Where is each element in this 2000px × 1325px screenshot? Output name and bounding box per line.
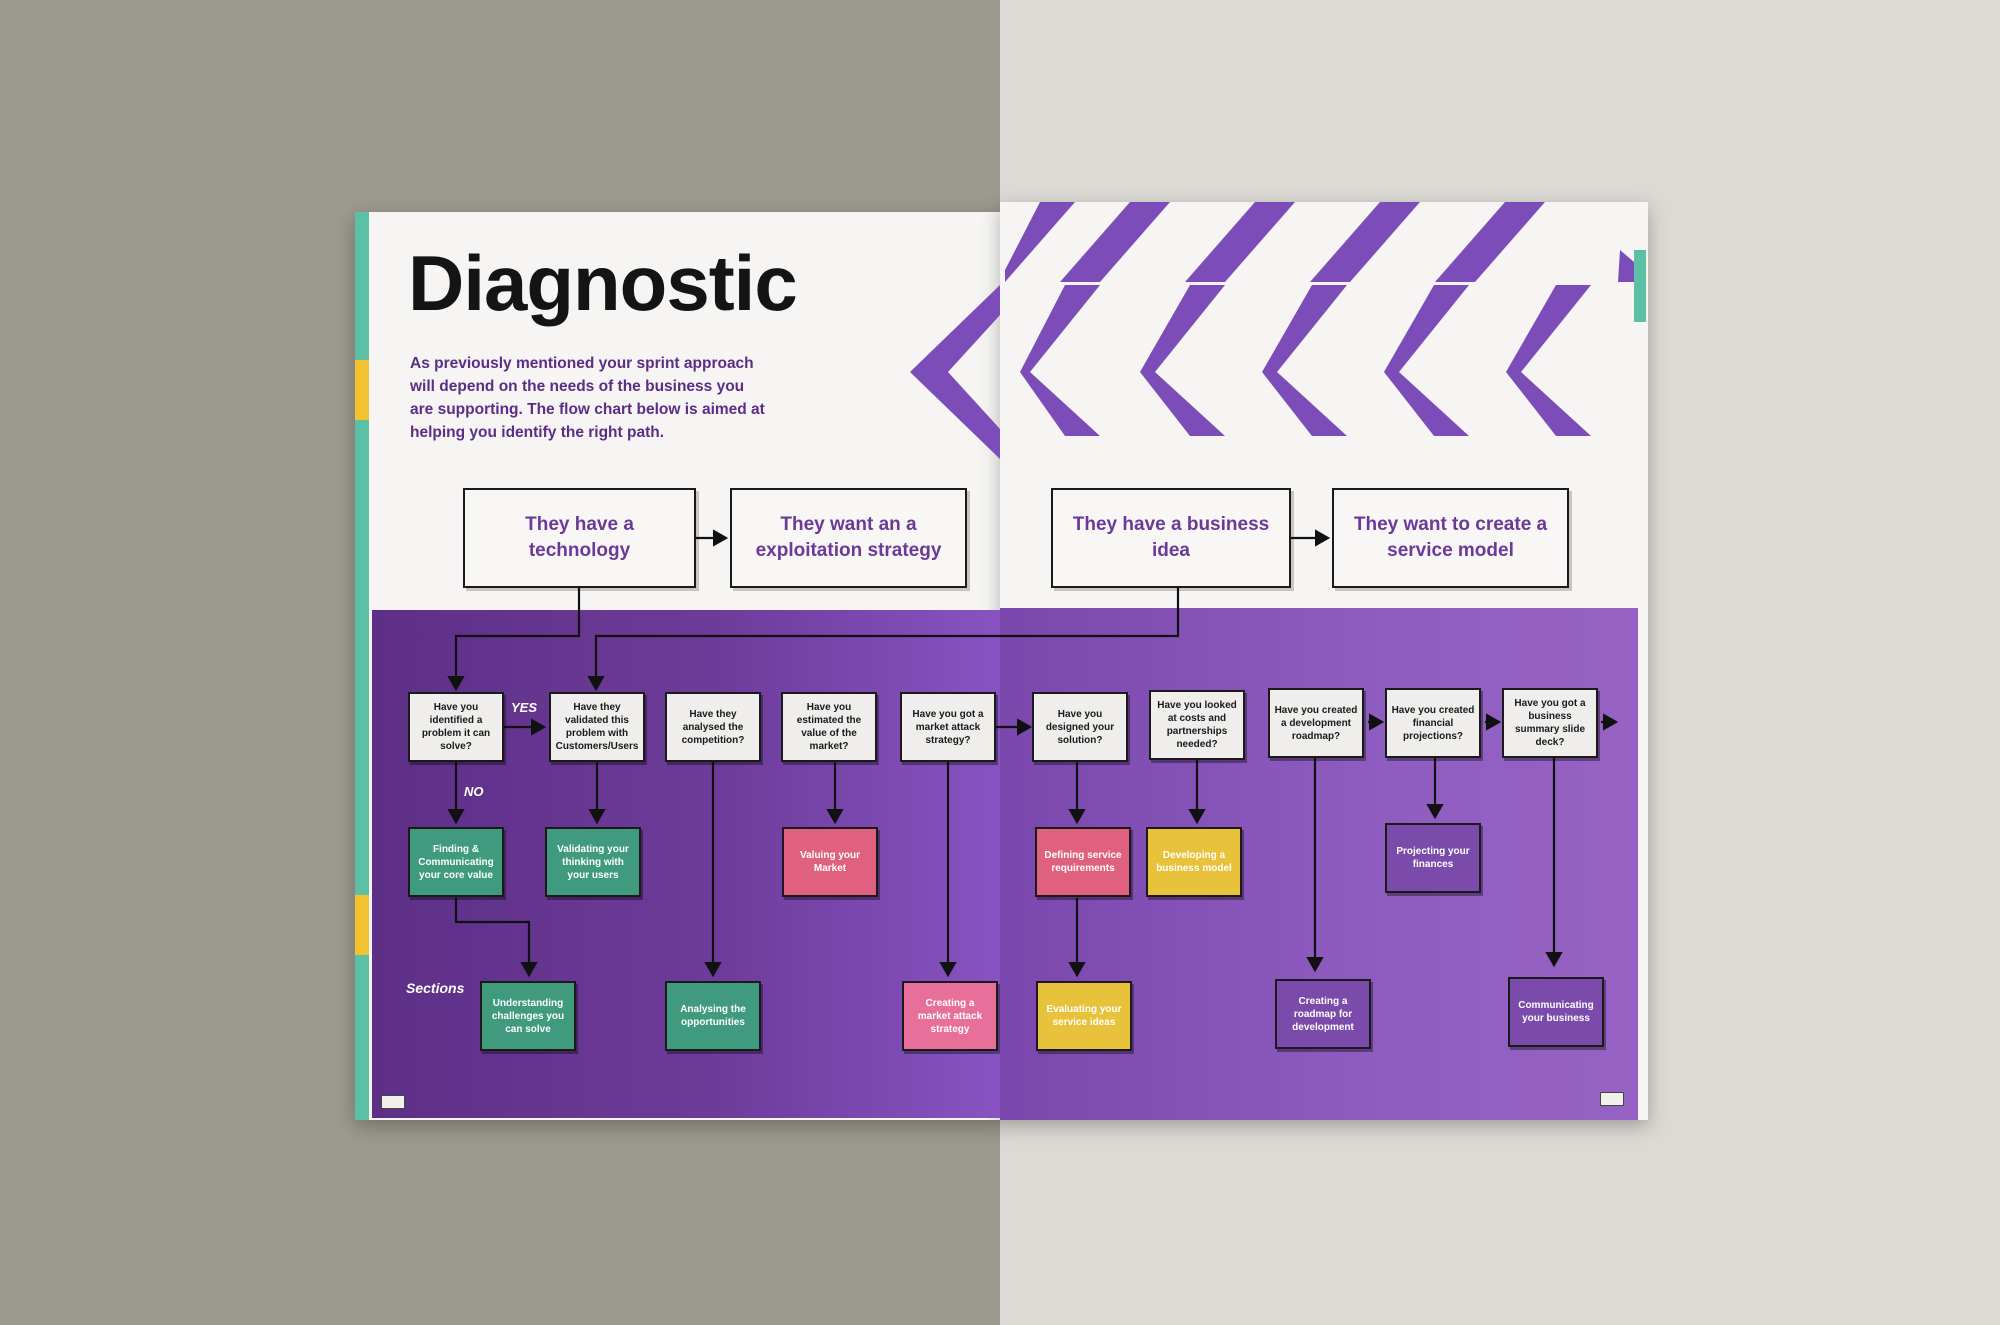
- question-identified-problem: Have you identified a problem it can sol…: [408, 692, 504, 762]
- sections-label: Sections: [406, 980, 465, 996]
- section-validating-thinking: Validating your thinking with your users: [545, 827, 641, 897]
- section-understanding-challenges: Understanding challenges you can solve: [480, 981, 576, 1051]
- top-box-technology: They have a technology: [463, 488, 696, 588]
- section-market-attack-strategy: Creating a market attack strategy: [902, 981, 998, 1051]
- question-analysed-competition: Have they analysed the competition?: [665, 692, 761, 762]
- section-analysing-opportunities: Analysing the opportunities: [665, 981, 761, 1051]
- page-number-left: [381, 1095, 405, 1109]
- page-title: Diagnostic: [408, 239, 798, 327]
- question-market-attack: Have you got a market attack strategy?: [900, 692, 996, 762]
- top-box-exploitation-strategy: They want an a exploitation strategy: [730, 488, 967, 588]
- question-costs-partnerships: Have you looked at costs and partnership…: [1149, 690, 1245, 760]
- left-edge-strip: [355, 212, 369, 1120]
- question-development-roadmap: Have you created a development roadmap?: [1268, 688, 1364, 758]
- question-designed-solution: Have you designed your solution?: [1032, 692, 1128, 762]
- left-edge-yellow-tab-2: [355, 895, 369, 955]
- top-box-business-idea: They have a business idea: [1051, 488, 1291, 588]
- top-box-service-model: They want to create a service model: [1332, 488, 1569, 588]
- section-evaluating-service-ideas: Evaluating your service ideas: [1036, 981, 1132, 1051]
- question-estimated-market: Have you estimated the value of the mark…: [781, 692, 877, 762]
- section-business-model: Developing a business model: [1146, 827, 1242, 897]
- section-projecting-finances: Projecting your finances: [1385, 823, 1481, 893]
- section-core-value: Finding & Communicating your core value: [408, 827, 504, 897]
- left-edge-yellow-tab: [355, 360, 369, 420]
- question-validated-problem: Have they validated this problem with Cu…: [549, 692, 645, 762]
- right-edge-strip: [1634, 250, 1646, 322]
- no-label: NO: [464, 784, 484, 799]
- section-valuing-market: Valuing your Market: [782, 827, 878, 897]
- section-communicating-business: Communicating your business: [1508, 977, 1604, 1047]
- section-service-requirements: Defining service requirements: [1035, 827, 1131, 897]
- section-roadmap-development: Creating a roadmap for development: [1275, 979, 1371, 1049]
- yes-label: YES: [511, 700, 538, 715]
- question-business-summary: Have you got a business summary slide de…: [1502, 688, 1598, 758]
- question-financial-projections: Have you created financial projections?: [1385, 688, 1481, 758]
- intro-paragraph: As previously mentioned your sprint appr…: [410, 355, 765, 441]
- page-number-right: [1600, 1092, 1624, 1106]
